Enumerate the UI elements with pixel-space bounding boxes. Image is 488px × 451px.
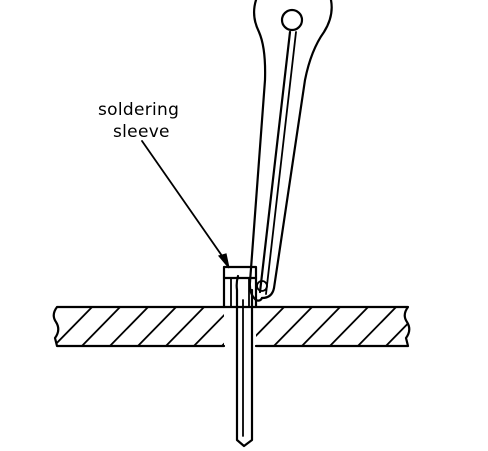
tool-shaft-line (258, 30, 292, 294)
board-left-section (52, 305, 226, 348)
tool-tip-outline (248, 280, 264, 302)
board-right-section (254, 305, 411, 348)
label-line-1: soldering (98, 100, 179, 120)
sleeve-callout: soldering sleeve (98, 100, 230, 269)
tool-body-outline (248, 0, 333, 300)
tool-tip-circle (256, 280, 268, 292)
sleeve-body (222, 265, 258, 309)
board-right-hatching (256, 307, 408, 346)
tool-pivot-circle (280, 8, 304, 32)
board-left-hatching (57, 307, 224, 346)
label-line-2: sleeve (113, 122, 170, 142)
soldering-tool (248, 0, 333, 302)
circuit-board (52, 305, 411, 348)
leader-arrowhead (217, 253, 230, 269)
leader-line (141, 140, 228, 264)
